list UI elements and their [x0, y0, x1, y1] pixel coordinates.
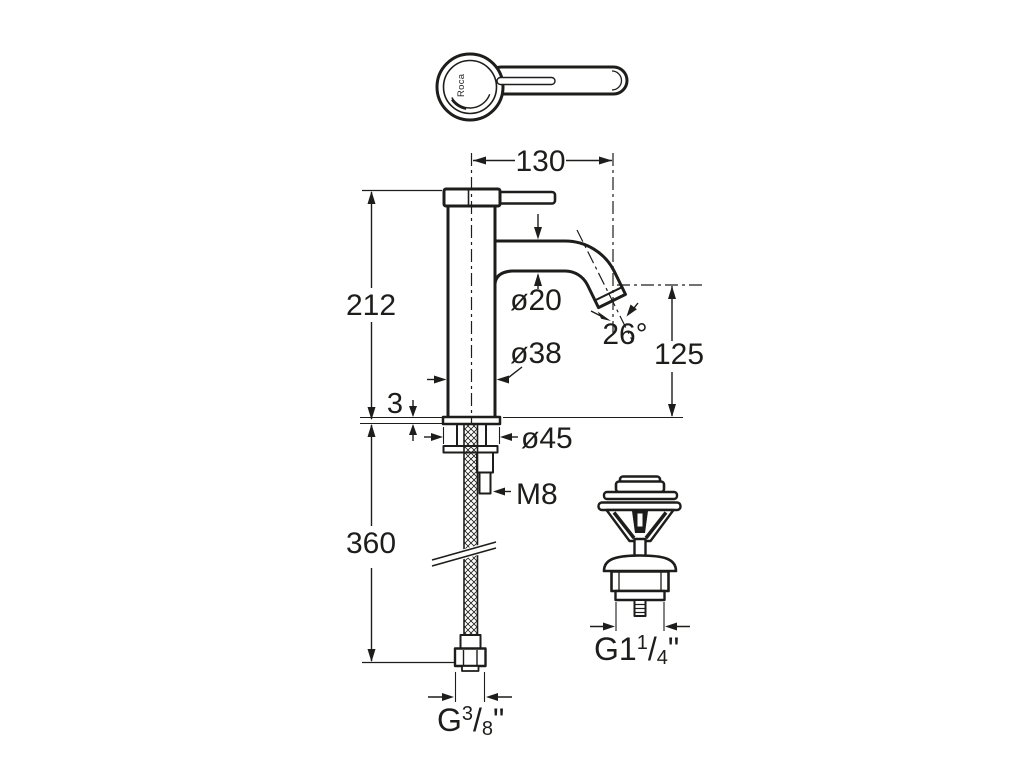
arrowhead	[500, 433, 512, 441]
basket-strut	[644, 511, 668, 540]
lever-arm	[496, 190, 557, 205]
dim-label-212: 212	[346, 289, 396, 322]
thread-prefix: G	[437, 702, 462, 738]
dim-label-g38: G3/8"	[437, 702, 504, 740]
thread-numerator: 1	[637, 632, 648, 654]
faucet-front-view	[431, 187, 627, 672]
dimension-spout-diameter-20: ø20	[510, 214, 562, 317]
thread-slash: /	[473, 702, 482, 738]
dim-label-360: 360	[346, 527, 396, 560]
dim-label-26deg: 26°	[602, 318, 647, 351]
thread-prefix: G1	[594, 631, 637, 667]
dimension-body-diameter-38: ø38	[427, 337, 562, 384]
arrowhead	[367, 407, 376, 420]
nut-tail	[461, 665, 480, 672]
basket-strut	[612, 511, 636, 540]
arrowhead	[367, 649, 376, 662]
dimension-supply-thread-g38: G3/8"	[428, 672, 512, 740]
hose-break-line	[431, 547, 497, 567]
hose-ferrule	[459, 634, 482, 650]
thread-slash: /	[648, 631, 657, 667]
arrowhead	[473, 156, 486, 165]
basket-center-slot	[637, 513, 643, 527]
arrowhead	[493, 487, 505, 496]
arrowhead	[626, 304, 637, 317]
popup-waste-valve	[597, 475, 682, 617]
arrowhead	[431, 433, 443, 441]
waste-body-ring	[614, 589, 666, 602]
dim-label-o38: ø38	[510, 337, 562, 370]
dimension-outlet-angle-26: 26°	[576, 229, 648, 351]
waste-body-shoulder	[602, 554, 678, 573]
dimension-plate-thickness-3: 3	[360, 388, 442, 441]
spout-aerator-line	[594, 286, 623, 302]
arrowhead	[409, 406, 417, 417]
dimension-stud-thread-m8: M8	[493, 478, 558, 511]
arrowhead	[603, 622, 615, 631]
arrowhead	[486, 693, 498, 701]
brand-logo-text: Roca	[456, 73, 467, 97]
dimension-outlet-height-125: 125	[503, 284, 704, 419]
handle-top-view: Roca	[435, 52, 629, 122]
dim-label-130: 130	[515, 145, 565, 178]
dim-label-o45: ø45	[521, 422, 573, 455]
hose-break-line	[431, 541, 497, 561]
dimension-spout-reach-130: 130	[470, 145, 614, 425]
faucet-body-column	[446, 202, 497, 420]
arrowhead	[496, 375, 509, 384]
arrowhead	[367, 424, 376, 437]
dim-label-125: 125	[654, 338, 704, 371]
waste-body	[610, 570, 670, 593]
arrowhead	[534, 273, 542, 286]
spout	[493, 239, 627, 310]
waste-flange-upper	[602, 490, 679, 501]
mounting-nut-block	[476, 451, 494, 474]
handle-knob-shadow-arc	[451, 98, 467, 110]
dim-label-o20: ø20	[510, 284, 562, 317]
thread-denominator: 8	[482, 718, 493, 740]
dimension-waste-thread-g114: G11/4"	[590, 602, 690, 669]
thread-denominator: 4	[657, 647, 668, 669]
waste-plug-lower	[614, 480, 666, 494]
dim-label-m8: M8	[516, 478, 558, 511]
arrowhead	[668, 286, 676, 299]
dimension-body-height-212: 212	[346, 189, 442, 420]
arrowhead	[534, 227, 542, 240]
arrowhead	[597, 311, 611, 321]
supply-hose	[463, 422, 479, 636]
arrowhead	[665, 622, 677, 631]
handle-lever-slot	[496, 76, 556, 86]
arrowhead	[367, 191, 376, 204]
thread-unit: "	[668, 631, 679, 667]
arrowhead	[668, 404, 676, 417]
hose-connector-nut	[453, 647, 487, 668]
dimension-base-diameter-45: ø45	[424, 422, 573, 455]
dim-label-g114: G11/4"	[594, 631, 679, 669]
m8-stud	[478, 471, 492, 495]
arrowhead	[409, 424, 417, 435]
arrowhead	[442, 693, 454, 701]
handle-knob-inner-circle	[442, 59, 498, 115]
handle-lever-inner-cap-line	[611, 70, 623, 91]
dimension-hose-length-360: 360	[346, 424, 456, 664]
arrowhead	[599, 156, 612, 165]
dim-label-3: 3	[387, 388, 403, 420]
thread-numerator: 3	[462, 703, 473, 725]
outlet-axis-centerline	[576, 229, 634, 343]
thread-unit: "	[493, 702, 504, 738]
arrowhead	[434, 375, 447, 384]
angle-arrow-tail	[590, 310, 601, 317]
